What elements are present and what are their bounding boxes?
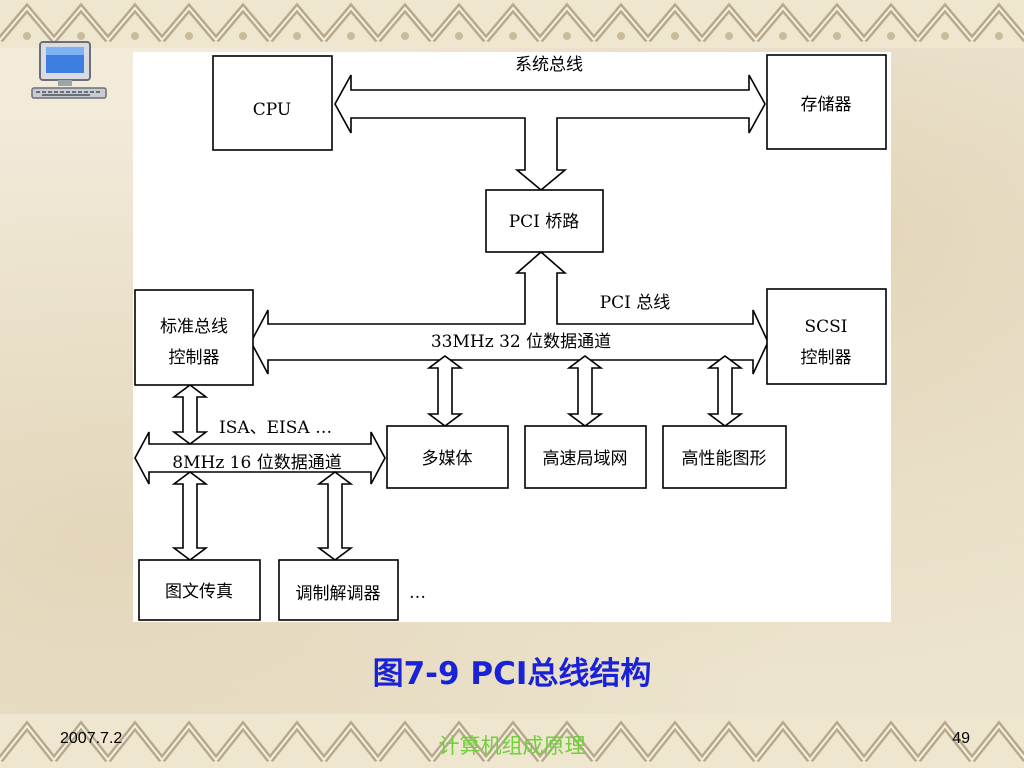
footer-title: 计算机组成原理 [438,734,586,758]
connector-lan [566,355,604,427]
connector-modem [316,471,354,561]
multimedia-box [386,425,509,489]
bottom-border-pattern [0,714,1024,768]
graphics-label: 高性能图形 [682,449,767,469]
pci-bridge-label: PCI 桥路 [509,212,580,232]
multimedia-label: 多媒体 [422,449,473,469]
isa-bus-spec-label: 8MHz 16 位数据通道 [172,453,341,473]
fax-box [138,559,261,621]
pci-bus-spec-label: 33MHz 32 位数据通道 [431,332,611,352]
std-bus-ctrl-box [134,289,254,386]
connector-std-ctrl [171,384,209,445]
memory-label: 存储器 [801,95,852,115]
cpu-label: CPU [253,100,291,120]
modem-box [278,559,399,621]
computer-icon [31,41,107,99]
scsi-ctrl-box [766,288,887,385]
pci-bus-arrow [250,250,769,375]
figure-caption: 图7-9 PCI总线结构 [372,656,652,692]
pci-bus-label: PCI 总线 [600,293,671,313]
isa-eisa-label: ISA、EISA … [219,418,332,438]
std-bus-ctrl-label-1: 标准总线 [160,317,228,337]
connector-multimedia [426,355,464,427]
modem-label: 调制解调器 [296,584,381,604]
top-border-pattern [0,0,1024,48]
system-bus-label: 系统总线 [515,55,583,75]
fax-label: 图文传真 [165,582,233,602]
scsi-label-1: SCSI [804,317,847,337]
pci-bus-diagram: CPU 存储器 PCI 桥路 标准总线 控制器 SCSI 控制器 多媒体 高速局… [134,54,887,621]
ellipsis-label: … [409,583,426,603]
memory-box [766,54,887,150]
connector-fax [171,471,209,561]
scsi-label-2: 控制器 [801,348,852,368]
diagram-panel: CPU 存储器 PCI 桥路 标准总线 控制器 SCSI 控制器 多媒体 高速局… [133,52,891,622]
system-bus-arrow [334,74,766,192]
isa-bus-arrow [134,431,386,485]
page-number: 49 [952,730,970,747]
pci-bridge-box [485,189,604,253]
footer-date: 2007.7.2 [60,730,123,747]
lan-box [524,425,647,489]
std-bus-ctrl-label-2: 控制器 [169,348,220,368]
connector-graphics [706,355,744,427]
graphics-box [662,425,787,489]
lan-label: 高速局域网 [543,449,628,469]
cpu-box [212,55,333,151]
